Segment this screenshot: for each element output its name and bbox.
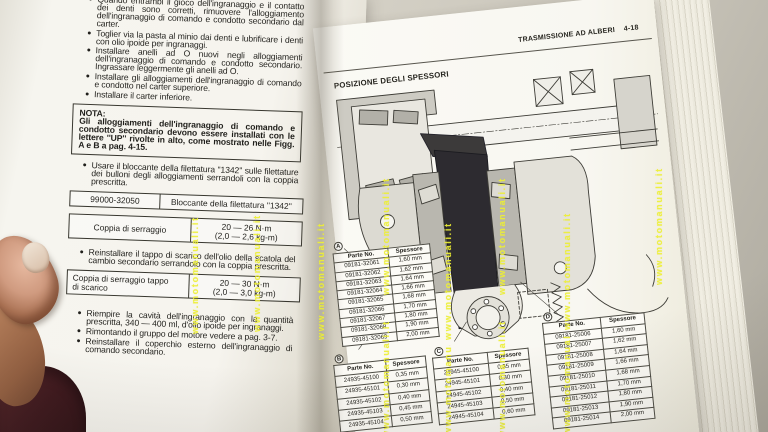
list-item: ● Reinstallare il tappo di scarico dell'… xyxy=(79,247,296,273)
threadlock-table: 99000-32050 Bloccante della filettatura … xyxy=(69,190,304,215)
transmission-cross-section-diagram xyxy=(336,68,669,350)
bullet-icon: ● xyxy=(85,72,90,81)
torque-kgm: (2,0 — 2,6 kg-m) xyxy=(214,230,278,243)
bullet-icon: ● xyxy=(79,249,84,257)
bullet-icon: ● xyxy=(84,90,90,98)
bullet-text: Usare il bloccante della filettatura ''1… xyxy=(90,160,299,188)
torque-label: Coppia di serraggio tappo di scarico xyxy=(67,270,190,299)
left-page-text-column: ● Quando entrambi il gioco dell'ingranag… xyxy=(66,0,304,363)
bullet-icon: ● xyxy=(76,327,82,336)
torque-label-line2: di scarico xyxy=(72,281,108,293)
bullet-text: Installare il carter inferiore. xyxy=(93,89,193,103)
bullet-icon: ● xyxy=(82,161,87,169)
callout-letter-a: A xyxy=(333,241,344,252)
list-item: ● Reinstallare il coperchio esterno dell… xyxy=(76,336,293,361)
list-item: ● Usare il bloccante della filettatura '… xyxy=(82,160,299,193)
bullet-icon: ● xyxy=(76,337,81,346)
bullet-icon: ● xyxy=(87,29,92,37)
torque-value: 20 — 30 N·m (2,0 — 3,0 kg-m) xyxy=(189,275,300,302)
chapter-title: TRASMISSIONE AD ALBERI xyxy=(517,26,616,44)
bullet-icon: ● xyxy=(87,0,93,28)
callout-letter-c: C xyxy=(433,346,444,357)
torque-label: Coppia di serraggio xyxy=(69,214,192,243)
bullet-icon: ● xyxy=(86,47,91,55)
drain-plug-torque-table: Coppia di serraggio tappo di scarico 20 … xyxy=(66,269,301,303)
torque-kgm: (2,0 — 3,0 kg-m) xyxy=(212,286,276,299)
nota-box: NOTA: Gli alloggiamenti dell'ingranaggio… xyxy=(70,103,303,163)
bullet-text: Reinstallare il tappo di scarico dell'ol… xyxy=(88,247,296,273)
part-number: 99000-32050 xyxy=(70,191,161,209)
torque-value: 20 — 26 N·m (2,0 — 2,6 kg-m) xyxy=(191,219,302,246)
bullet-icon: ● xyxy=(77,310,82,318)
part-description: Bloccante della filettatura ''1342'' xyxy=(170,196,292,211)
nota-text: Gli alloggiamenti dell'ingranaggio di co… xyxy=(78,115,296,152)
page-number: 4-18 xyxy=(623,24,639,33)
hand xyxy=(0,226,70,411)
bullet-text: Reinstallare il coperchio esterno dell'i… xyxy=(85,336,293,357)
torque-table: Coppia di serraggio 20 — 26 N·m (2,0 — 2… xyxy=(68,213,303,247)
